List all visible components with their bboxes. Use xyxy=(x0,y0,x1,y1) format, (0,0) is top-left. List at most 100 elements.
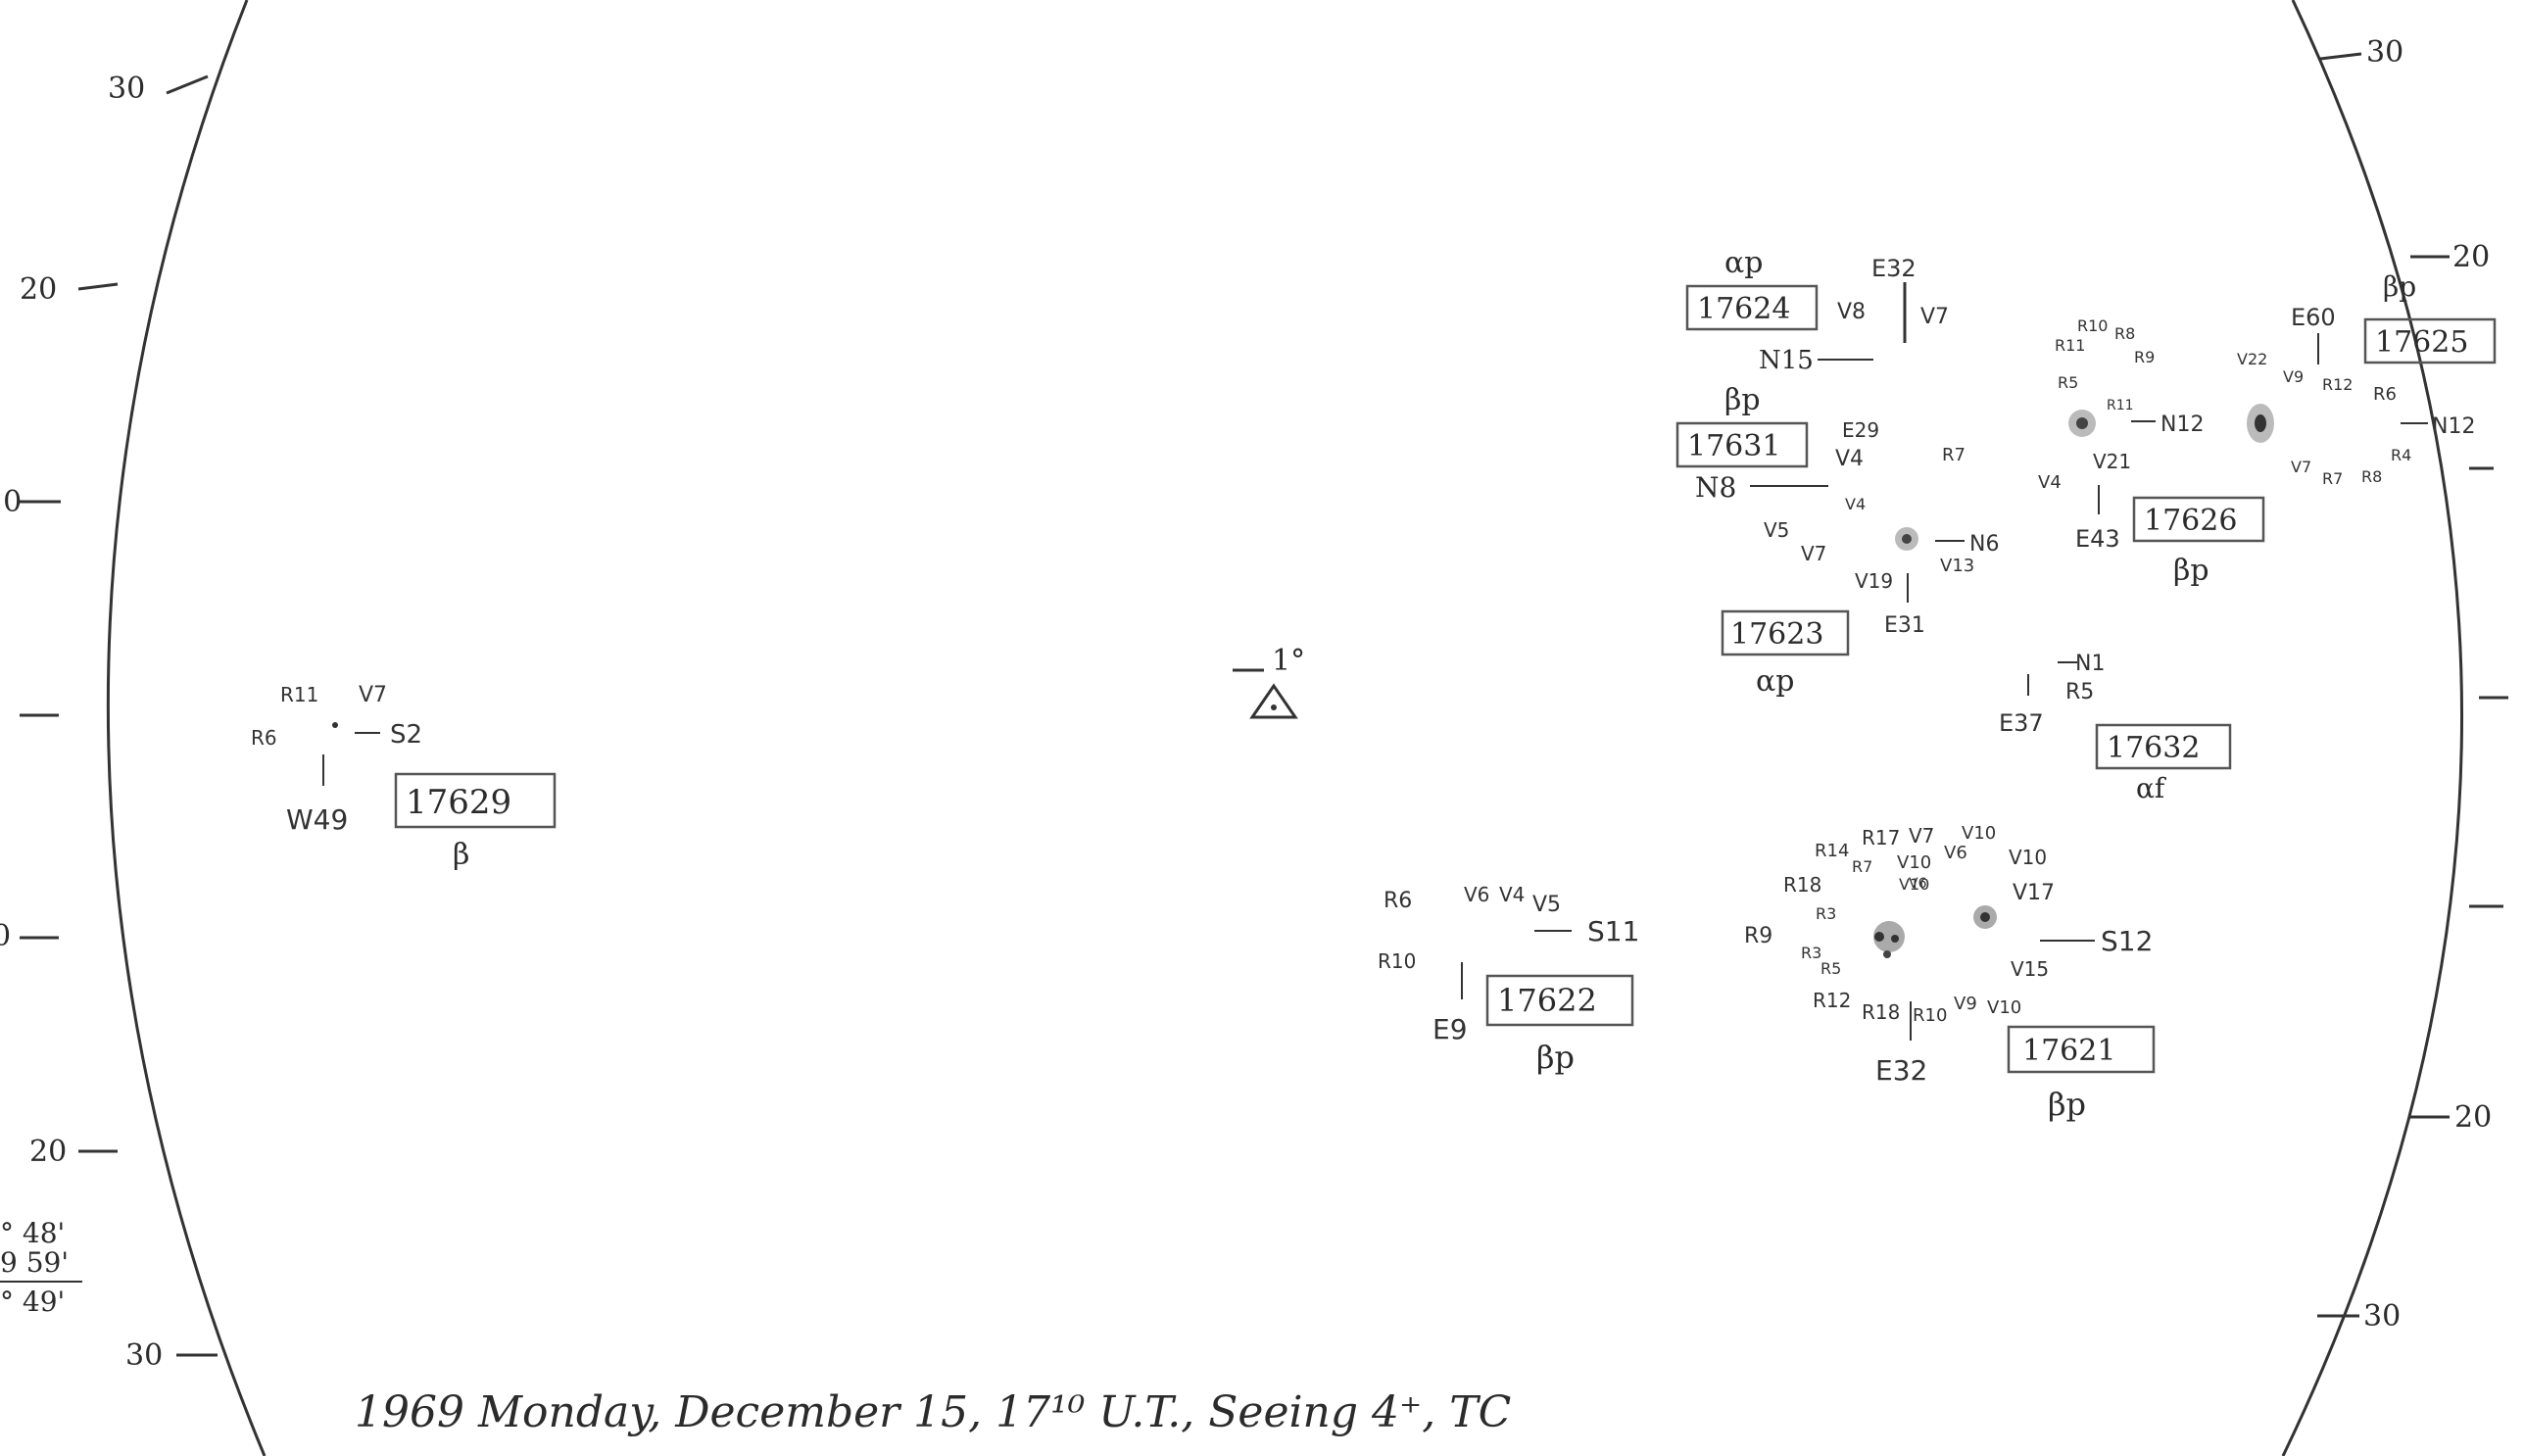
orientation-note-1: ° 48' xyxy=(0,1217,65,1249)
region-17631-v5: V5 xyxy=(1764,518,1789,542)
region-17626-r11-a: R11 xyxy=(2055,336,2085,355)
region-17629-r6: R6 xyxy=(251,726,277,750)
region-17625-v9: V9 xyxy=(2283,367,2304,386)
left-scale-10-top: 10 xyxy=(0,485,22,519)
region-17621-class: βp xyxy=(2048,1086,2086,1123)
orientation-note-3: ° 49' xyxy=(0,1286,65,1318)
right-scale-20-bottom: 20 xyxy=(2454,1100,2492,1135)
region-17632-r5: R5 xyxy=(2065,680,2094,704)
region-17622-r6: R6 xyxy=(1383,889,1412,913)
right-scale-30-bottom: 30 xyxy=(2363,1299,2401,1334)
region-17623-box xyxy=(1721,609,1850,656)
region-17626-r8: R8 xyxy=(2114,324,2135,343)
region-17626-r9: R9 xyxy=(2134,348,2155,366)
observation-footer: 1969 Monday, December 15, 17¹⁰ U.T., See… xyxy=(355,1387,1511,1437)
region-17625-n12: N12 xyxy=(2432,414,2475,439)
region-17621-v10-d: V10 xyxy=(1899,875,1929,894)
region-17621-r12: R12 xyxy=(1813,989,1851,1012)
region-17631-v4-b: V4 xyxy=(1845,495,1866,513)
region-17626-n12: N12 xyxy=(2160,413,2204,437)
region-17632: N1 R5 E37 17632 αf xyxy=(1999,652,2232,804)
right-scale-20-top: 20 xyxy=(2452,240,2490,274)
region-17625-r7: R7 xyxy=(2322,469,2343,488)
region-17625-r8: R8 xyxy=(2361,467,2382,486)
region-17622-r10: R10 xyxy=(1378,949,1416,973)
region-17626-number: 17626 xyxy=(2144,504,2237,538)
region-17632-box xyxy=(2095,723,2232,770)
region-17631-n6: N6 xyxy=(1969,532,1999,557)
region-17622-number: 17622 xyxy=(1497,982,1597,1019)
region-17625: E60 βp 17625 V22 V9 R12 R6 N12 V7 R7 R8 … xyxy=(2237,270,2497,488)
region-17631-v7: V7 xyxy=(1801,542,1826,565)
region-17626-e43: E43 xyxy=(2075,525,2120,553)
region-17623-class: αp xyxy=(1756,664,1794,699)
region-17621-v10-c: V10 xyxy=(2009,846,2047,869)
region-17621-v10-e: V10 xyxy=(1987,997,2021,1018)
region-17631-v13: V13 xyxy=(1940,556,1974,576)
region-17626-r10: R10 xyxy=(2077,316,2108,335)
region-17621: R14 R17 V7 V10 V6 V10 V10 R18 R7 V10 V6 … xyxy=(1744,823,2156,1123)
region-17631-e31: E31 xyxy=(1884,613,1925,638)
solar-disk-left-limb xyxy=(106,0,267,1456)
region-17625-class: βp xyxy=(2383,270,2416,303)
region-17621-r3-a: R3 xyxy=(1816,904,1836,923)
region-17631-n8: N8 xyxy=(1695,471,1736,504)
region-17625-v7: V7 xyxy=(2291,458,2311,476)
region-17623: 17623 αp xyxy=(1721,609,1850,699)
region-17624: αp 17624 E32 V8 V7 N15 xyxy=(1685,246,1949,375)
region-17625-r4: R4 xyxy=(2391,446,2411,464)
region-17621-r5: R5 xyxy=(1820,959,1841,978)
region-17622-class: βp xyxy=(1536,1039,1575,1076)
region-17625-r12: R12 xyxy=(2322,375,2353,394)
region-17622-s11: S11 xyxy=(1587,915,1639,947)
region-17624-n15: N15 xyxy=(1759,346,1814,375)
region-17621-r10: R10 xyxy=(1913,1005,1947,1026)
region-17621-r9: R9 xyxy=(1744,924,1772,948)
region-17625-number: 17625 xyxy=(2375,325,2468,360)
region-17625-v22: V22 xyxy=(2237,350,2267,368)
region-17631-v19: V19 xyxy=(1855,569,1893,593)
region-17629-w49: W49 xyxy=(286,803,348,836)
region-17621-r17: R17 xyxy=(1862,826,1900,849)
region-17631-number: 17631 xyxy=(1687,429,1780,463)
region-17629-s2: S2 xyxy=(390,720,422,750)
region-17621-r18-a: R18 xyxy=(1783,873,1821,897)
region-17621-v10-b: V10 xyxy=(1962,823,1996,844)
region-17631-class: βp xyxy=(1724,383,1761,417)
region-17622-box xyxy=(1485,974,1634,1027)
region-17625-e60: E60 xyxy=(2291,304,2336,331)
left-scale-20-top: 20 xyxy=(20,272,57,307)
region-17629: R11 V7 R6 S2 W49 17629 β xyxy=(251,683,557,872)
solar-disk-right-limb xyxy=(2281,0,2463,1456)
region-17626-r11-b: R11 xyxy=(2107,398,2134,413)
region-17621-spot-main xyxy=(1873,921,1905,952)
region-17629-box xyxy=(394,772,557,829)
region-17631-r7: R7 xyxy=(1942,445,1966,465)
region-17622-v5: V5 xyxy=(1532,893,1561,917)
center-triangle-icon xyxy=(1249,683,1298,719)
right-scale-30-top: 30 xyxy=(2366,35,2403,70)
region-17621-v17: V17 xyxy=(2013,881,2055,905)
region-17621-r7: R7 xyxy=(1852,857,1872,876)
region-17621-v7: V7 xyxy=(1909,824,1934,848)
right-latitude-scale xyxy=(2317,52,2508,1318)
region-17624-v7: V7 xyxy=(1920,305,1949,329)
region-17622-v4: V4 xyxy=(1499,883,1525,906)
region-17632-e37: E37 xyxy=(1999,709,2044,737)
region-17621-number: 17621 xyxy=(2022,1034,2115,1068)
region-17623-number: 17623 xyxy=(1730,617,1823,652)
region-17621-r18-b: R18 xyxy=(1862,1000,1900,1024)
region-17629-class: β xyxy=(453,838,469,872)
region-17621-r14: R14 xyxy=(1815,841,1849,861)
region-17626-v21: V21 xyxy=(2093,450,2131,473)
region-17621-r3-b: R3 xyxy=(1801,944,1821,962)
region-17621-box xyxy=(2007,1025,2156,1074)
region-17621-v9: V9 xyxy=(1954,994,1977,1014)
region-17624-number: 17624 xyxy=(1697,292,1790,326)
region-17625-box xyxy=(2363,317,2497,364)
orientation-note-2: 9 59' xyxy=(0,1246,69,1279)
left-scale-30-top: 30 xyxy=(108,72,145,106)
region-17621-v10-a: V10 xyxy=(1897,852,1931,873)
left-latitude-scale xyxy=(20,74,218,1357)
